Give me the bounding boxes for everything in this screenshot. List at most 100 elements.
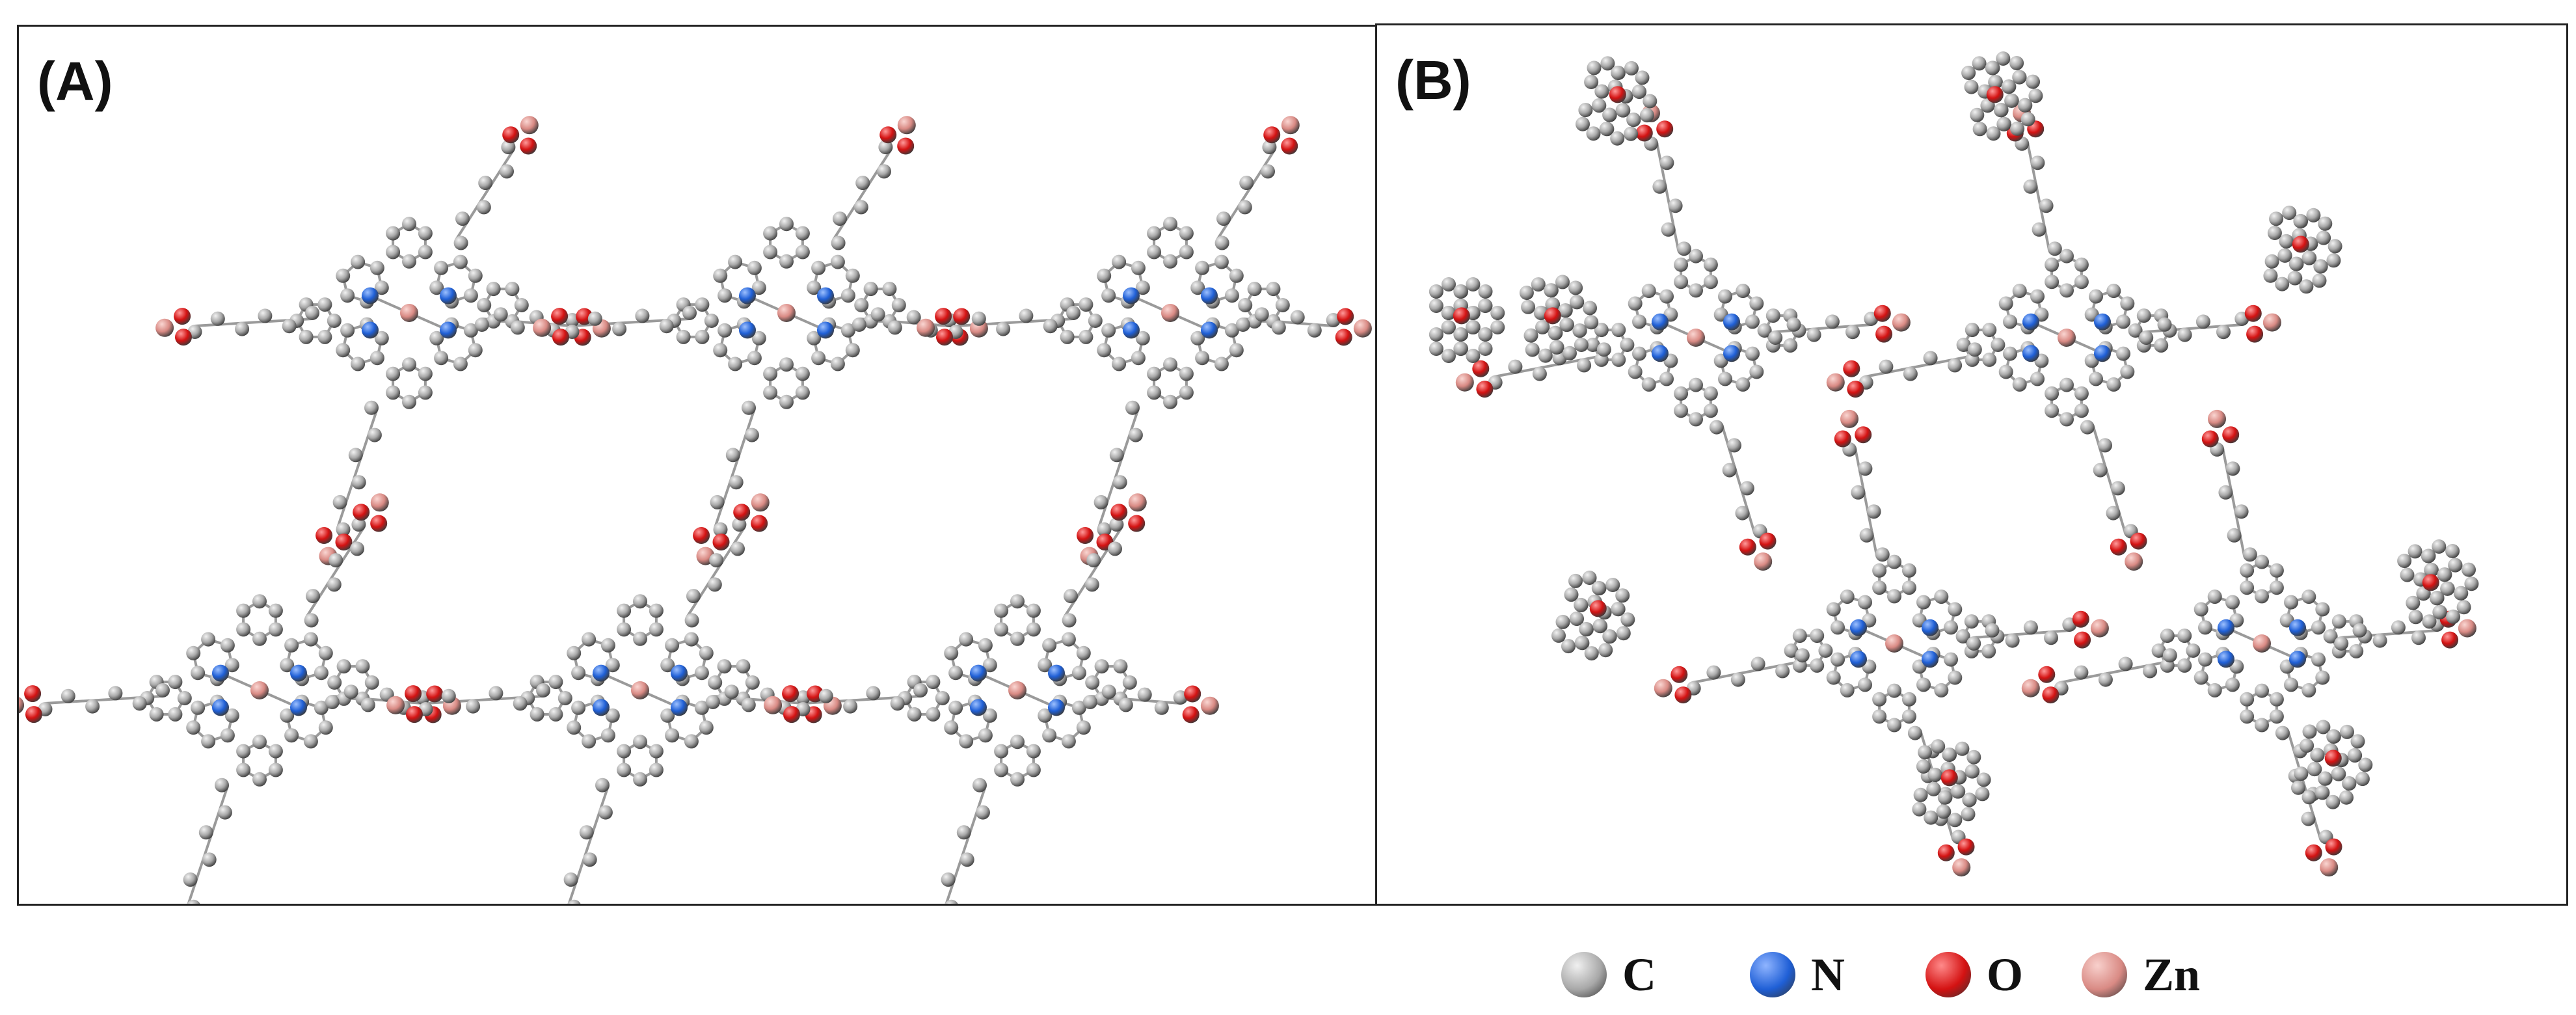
carbon-atom (318, 720, 333, 735)
carbon-atom (1569, 295, 1584, 310)
carbon-atom (1887, 589, 1901, 604)
carbon-atom (763, 366, 778, 381)
carbon-atom (994, 603, 1009, 618)
carbon-atom (686, 589, 701, 604)
carbon-atom (2044, 630, 2058, 645)
carbon-atom (1689, 412, 1703, 427)
carbon-atom (617, 744, 632, 759)
carbon-atom (2207, 589, 2222, 604)
oxygen-atom (879, 126, 897, 144)
oxygen-atom (335, 534, 353, 551)
carbon-atom (948, 666, 963, 681)
carbon-atom (2227, 528, 2242, 543)
carbon-atom (1887, 718, 1901, 733)
carbon-atom (906, 310, 921, 325)
carbon-atom (236, 603, 251, 618)
carbon-atom (866, 686, 881, 701)
carbon-atom (1872, 692, 1887, 707)
carbon-atom (1582, 571, 1597, 585)
carbon-atom (582, 632, 597, 647)
carbon-atom (2177, 327, 2192, 342)
carbon-atom (1739, 481, 1754, 496)
carbon-atom (314, 666, 329, 681)
carbon-atom (1615, 103, 1630, 118)
zinc-atom (917, 318, 935, 337)
carbon-atom (463, 288, 478, 303)
oxygen-atom (935, 308, 952, 325)
carbon-atom (725, 448, 740, 463)
carbon-atom (840, 323, 855, 338)
carbon-atom (486, 282, 501, 297)
bond (567, 786, 610, 904)
carbon-atom (217, 805, 232, 820)
nitrogen-atom (671, 699, 688, 716)
carbon-atom (314, 700, 329, 715)
zinc-atom (1455, 373, 1474, 392)
oxygen-atom (1940, 769, 1958, 787)
carbon-atom (2372, 633, 2387, 648)
carbon-atom (2291, 780, 2305, 795)
carbon-atom (474, 318, 489, 332)
carbon-atom (2446, 609, 2461, 624)
carbon-atom (1254, 307, 1269, 322)
carbon-atom (1429, 342, 1443, 356)
carbon-atom (695, 297, 710, 312)
carbon-atom (268, 744, 283, 759)
carbon-atom (1544, 283, 1559, 298)
nitrogen-atom (1048, 699, 1065, 716)
carbon-atom (1628, 364, 1643, 379)
carbon-atom (2225, 677, 2240, 692)
carbon-atom (336, 522, 351, 537)
carbon-atom (1101, 288, 1116, 303)
carbon-atom (1108, 541, 1122, 556)
carbon-atom (1652, 179, 1667, 194)
carbon-atom (1972, 56, 1987, 71)
carbon-atom (514, 298, 529, 312)
carbon-atom (1131, 260, 1146, 275)
carbon-atom (600, 728, 615, 743)
carbon-atom (732, 517, 747, 532)
carbon-atom (1066, 306, 1080, 320)
carbon-atom (2045, 257, 2059, 272)
carbon-atom (2194, 602, 2208, 617)
carbon-atom (1574, 597, 1589, 612)
carbon-atom (1019, 308, 1034, 323)
carbon-atom (402, 357, 416, 372)
carbon-atom (1585, 338, 1600, 352)
oxygen-atom (936, 329, 953, 346)
carbon-atom (1594, 323, 1609, 338)
carbon-atom (1531, 277, 1546, 292)
carbon-atom (2023, 620, 2038, 635)
panel-a: (A) (17, 25, 1378, 906)
carbon-atom (168, 707, 183, 722)
carbon-atom (779, 217, 794, 232)
carbon-atom (978, 728, 993, 743)
oxygen-atom (1656, 120, 1674, 138)
carbon-atom (2032, 222, 2046, 237)
carbon-atom (699, 720, 714, 735)
carbon-atom (1831, 652, 1845, 667)
carbon-atom (351, 254, 366, 269)
carbon-atom (1985, 61, 2000, 75)
carbon-atom (1709, 420, 1724, 435)
carbon-atom (1290, 310, 1305, 325)
carbon-atom (2287, 271, 2302, 286)
nitrogen-atom (2218, 619, 2234, 636)
carbon-atom (1624, 61, 1639, 75)
oxygen-atom (1544, 307, 1561, 325)
carbon-atom (795, 226, 810, 241)
nitrogen-atom (671, 664, 688, 682)
carbon-atom (633, 772, 647, 787)
carbon-atom (996, 321, 1011, 336)
carbon-atom (1661, 222, 1676, 237)
carbon-atom (633, 735, 647, 750)
oxygen-atom (712, 534, 730, 551)
carbon-atom (2047, 241, 2062, 256)
carbon-atom (2216, 325, 2231, 340)
carbon-atom (2151, 643, 2166, 658)
carbon-atom (350, 541, 364, 556)
carbon-atom (2340, 724, 2354, 739)
carbon-atom (327, 314, 342, 328)
nitrogen-atom (970, 664, 987, 682)
carbon-atom (1071, 666, 1086, 681)
